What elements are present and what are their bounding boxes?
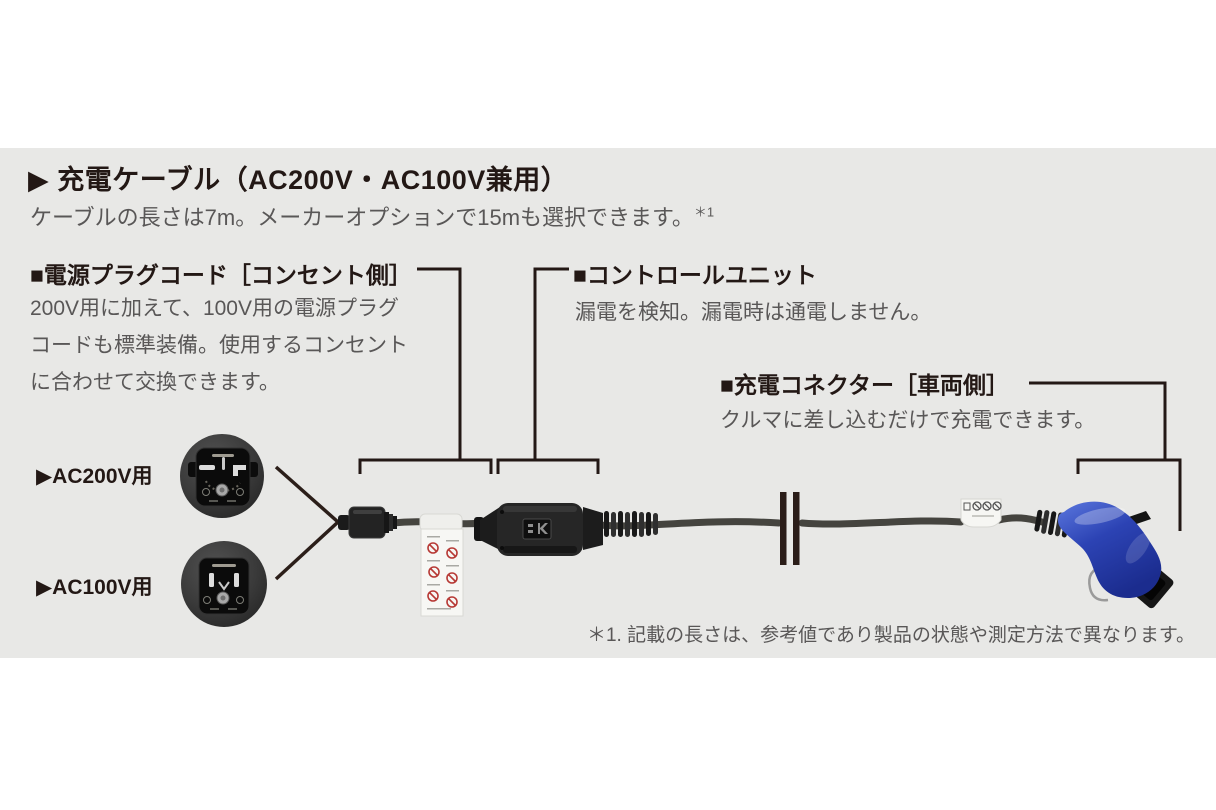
section-control-unit-body: 漏電を検知。漏電時は通電しません。 [575,301,932,324]
callout-plug-cord-bracket [358,458,493,474]
callout-plug-cord-riser [417,267,462,459]
plug-cord-socket [338,506,397,539]
small-cable-tag [960,498,1002,528]
plug-cord-body-line-1: 200V用に加えて、100V用の電源プラグ [30,297,399,320]
section-control-unit-heading: ■コントロールユニット [573,262,817,288]
page-title: ▶ 充電ケーブル（AC200V・AC100V兼用） [28,165,569,195]
plug-cord-body-line-2: コードも標準装備。使用するコンセント [30,334,408,357]
plug-cord-body-line-3: に合わせて交換できます。 [30,371,280,394]
plug-label-ac100: ▶AC100V用 [36,576,153,599]
section-connector-body: クルマに差し込むだけで充電できます。 [720,409,1096,432]
section-connector-heading: ■充電コネクター［車両側］ [720,372,1009,398]
footnote: ＊1. 記載の長さは、参考値であり製品の状態や測定方法で異なります。 [586,625,1195,646]
plug-converge-lines [274,465,341,581]
cable-break-marks [780,492,800,565]
callout-control-unit-riser [533,267,569,459]
callout-lines [358,267,1182,531]
control-unit-ribbed-section [604,511,658,537]
callout-connector-riser [1029,381,1167,459]
control-unit-graphic [474,503,658,556]
callout-control-unit-bracket [496,458,600,474]
section-plug-cord-heading: ■電源プラグコード［コンセント側］ [30,262,412,288]
plug-label-ac200: ▶AC200V用 [36,465,153,488]
plug-photo-ac200 [180,434,264,518]
charging-connector-graphic [1034,501,1174,609]
warning-tag [419,513,464,617]
section-plug-cord-body: 200V用に加えて、100V用の電源プラグ コードも標準装備。使用するコンセント… [30,290,408,401]
plug-photo-ac100 [181,541,267,627]
subtitle-note-ref: ＊1 [693,204,715,220]
subtitle-text: ケーブルの長さは7m。メーカーオプションで15mも選択できます。 [30,205,694,230]
callout-connector-bracket [1076,458,1182,531]
page-subtitle: ケーブルの長さは7m。メーカーオプションで15mも選択できます。＊1 [30,200,714,232]
